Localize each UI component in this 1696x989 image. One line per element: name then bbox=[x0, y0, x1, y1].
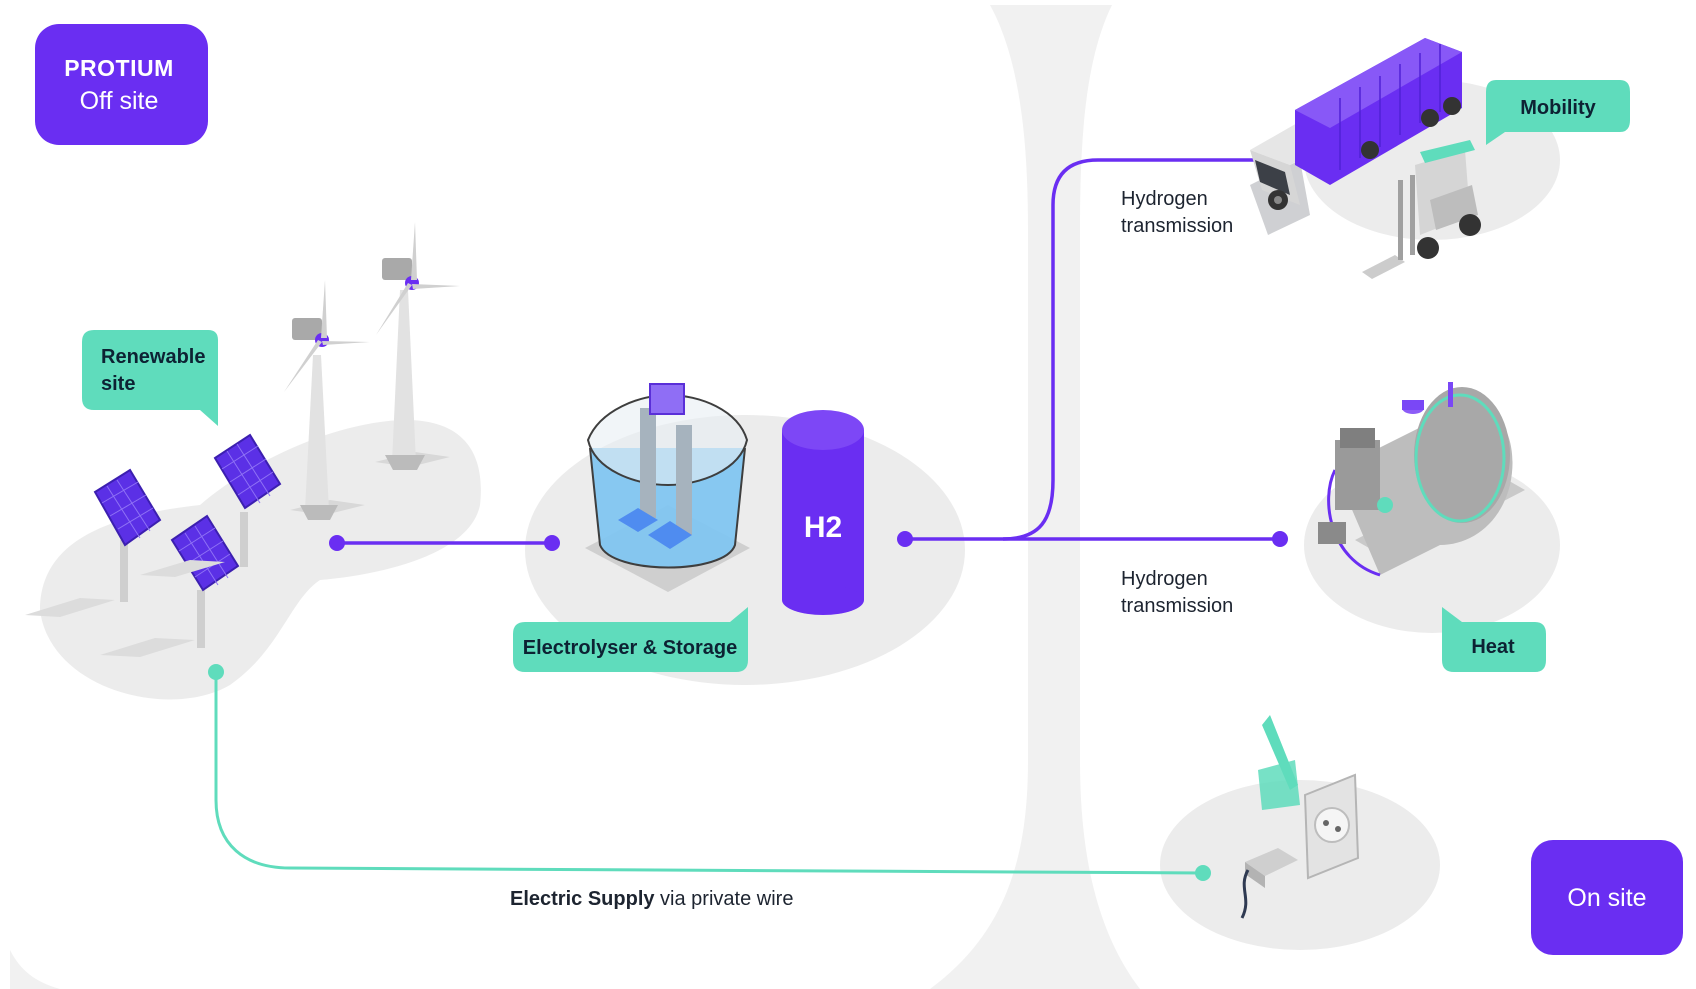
onsite-label: On site bbox=[1567, 884, 1646, 912]
wire-start-dot bbox=[208, 664, 224, 680]
heat-label: Heat bbox=[1471, 636, 1515, 658]
renewable-platform bbox=[40, 419, 481, 700]
h2-tank-icon: H2 bbox=[782, 410, 864, 615]
boiler-icon bbox=[1318, 382, 1525, 577]
badge-subtitle: Off site bbox=[80, 87, 159, 115]
lower-transmission-label: Hydrogen transmission bbox=[1121, 568, 1233, 617]
electrolyser-callout: Electrolyser & Storage bbox=[513, 607, 748, 672]
mobility-label: Mobility bbox=[1520, 97, 1596, 119]
upper-transmission-line2: transmission bbox=[1121, 215, 1233, 237]
renewable-site-callout: Renewable site bbox=[82, 330, 218, 426]
power-socket-icon bbox=[1240, 715, 1360, 919]
socket-platform bbox=[1160, 780, 1440, 950]
wire-end-dot bbox=[1195, 865, 1211, 881]
lower-transmission-line1: Hydrogen bbox=[1121, 568, 1208, 590]
wind-turbines bbox=[284, 222, 460, 520]
onsite-badge: On site bbox=[1531, 840, 1683, 955]
mobility-callout: Mobility bbox=[1486, 80, 1630, 145]
renewable-line2: site bbox=[101, 373, 135, 395]
forklift-icon bbox=[1362, 140, 1481, 279]
electric-supply-rest: via private wire bbox=[655, 888, 794, 910]
tank-label: H2 bbox=[804, 511, 842, 544]
electric-supply-bold: Electric Supply bbox=[510, 888, 655, 910]
site-divider bbox=[930, 5, 1140, 989]
upper-transmission-label: Hydrogen transmission bbox=[1121, 188, 1233, 237]
hydrogen-lines bbox=[337, 158, 1280, 545]
truck-icon bbox=[1250, 38, 1462, 235]
lower-transmission-line2: transmission bbox=[1121, 595, 1233, 617]
bottom-left-corner bbox=[10, 950, 60, 989]
electric-supply-caption: Electric Supply via private wire bbox=[510, 888, 793, 910]
connection-dots bbox=[329, 531, 1288, 551]
heat-callout: Heat bbox=[1442, 607, 1546, 672]
solar-panels bbox=[25, 433, 282, 657]
badge-title: PROTIUM bbox=[64, 55, 174, 81]
electric-supply-wire bbox=[214, 672, 1204, 875]
electrolyser-icon bbox=[585, 383, 750, 592]
protium-offsite-badge: PROTIUM Off site bbox=[35, 24, 208, 145]
electrolyser-label: Electrolyser & Storage bbox=[523, 637, 738, 659]
upper-transmission-line1: Hydrogen bbox=[1121, 188, 1208, 210]
renewable-line1: Renewable bbox=[101, 346, 205, 368]
